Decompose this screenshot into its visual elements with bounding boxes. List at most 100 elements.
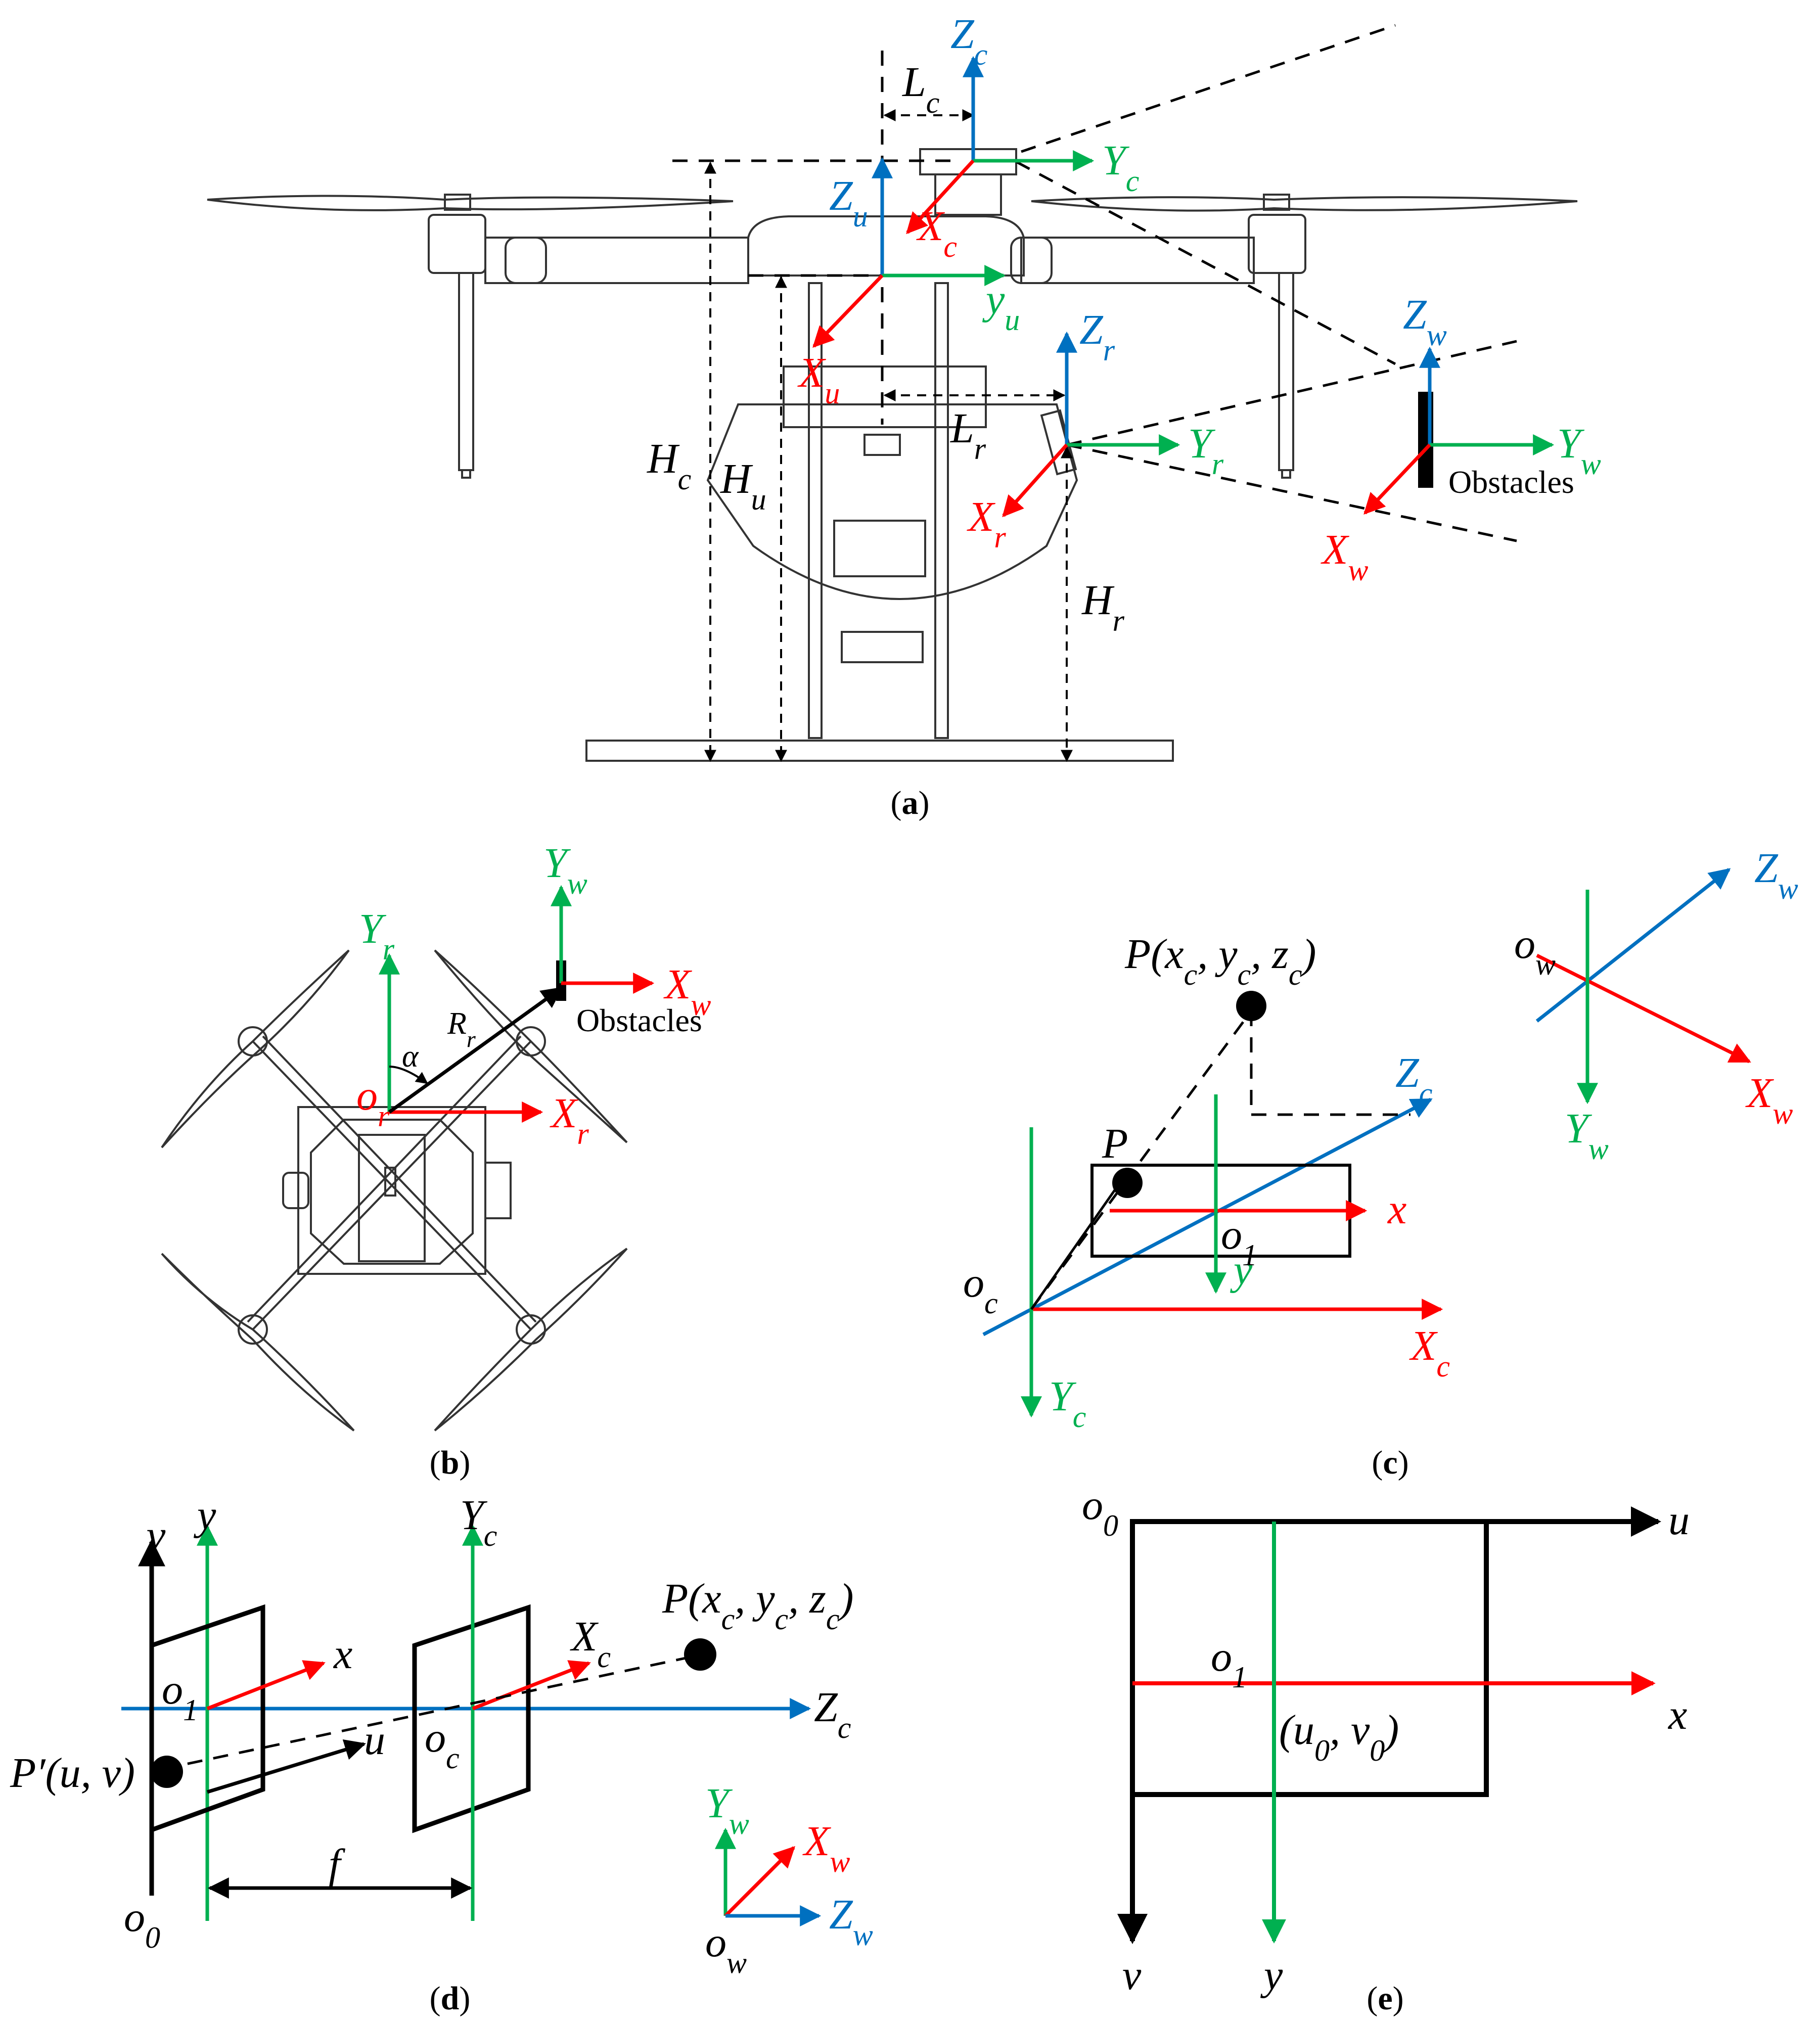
world-x-label-c: Xw xyxy=(1745,1070,1793,1130)
projection-line-d xyxy=(161,1654,698,1771)
camera-plane-d xyxy=(412,1604,531,1833)
hu-label: Hu xyxy=(720,455,766,516)
point-label-d: P(xc, yc, zc) xyxy=(662,1575,853,1636)
pixel-u-label-e: u xyxy=(1668,1497,1690,1544)
pixel-u-label-d: u xyxy=(364,1717,385,1764)
image-x-label-e: x xyxy=(1667,1691,1687,1738)
lr-label: Lr xyxy=(950,405,986,466)
radar-x-axis xyxy=(1002,443,1068,518)
pixel-origin-label-d: o0 xyxy=(124,1894,160,1954)
point-p-c xyxy=(1112,1168,1143,1198)
world-y-label-b: Yw xyxy=(543,840,587,900)
camera-z-label-d: Zc xyxy=(814,1684,851,1744)
world-z-label: Zw xyxy=(1403,291,1447,352)
world-y-label: Yw xyxy=(1557,420,1601,481)
image-x-label-d: x xyxy=(333,1631,352,1678)
world-z-label-d: Zw xyxy=(829,1891,873,1952)
caption-c: (c) xyxy=(1372,1444,1408,1481)
angle-label: α xyxy=(402,1039,419,1074)
image-x-axis-d xyxy=(206,1660,326,1711)
camera-x-axis-d xyxy=(472,1660,591,1711)
pixel-u-axis-d xyxy=(206,1739,367,1794)
pixel-v-label-e: v xyxy=(1122,1952,1142,1999)
angle-arc xyxy=(389,1066,428,1084)
radar-z-label: Zr xyxy=(1079,306,1115,367)
radar-fov-upper xyxy=(1066,340,1517,446)
panel-b: Yw Xw Yr Xr or Rr α Obstacles (b) xyxy=(161,840,711,1481)
world-y-label-d: Yw xyxy=(705,1780,749,1841)
world-origin-label-d: ow xyxy=(705,1919,747,1980)
world-x-axis xyxy=(1363,443,1431,515)
image-y-label-d: y xyxy=(193,1492,216,1539)
radar-y-label-b: Yr xyxy=(359,905,395,966)
image-origin-label-c: o1 xyxy=(1221,1211,1257,1272)
caption-b: (b) xyxy=(430,1444,471,1481)
hr-label: Hr xyxy=(1081,577,1125,637)
camera-z-label-c: Zc xyxy=(1395,1049,1432,1110)
hc-label: Hc xyxy=(647,435,691,496)
radar-origin-label-b: or xyxy=(356,1072,390,1133)
radar-y-label: Yr xyxy=(1188,420,1224,481)
lc-label: Lc xyxy=(902,59,939,119)
focal-label: f xyxy=(329,1841,346,1888)
uav-y-label: yu xyxy=(982,276,1020,337)
camera-y-label-c: Yc xyxy=(1049,1373,1086,1434)
caption-d: (d) xyxy=(430,1980,471,2017)
pixel-origin-label-e: o0 xyxy=(1082,1482,1118,1542)
panel-c: P(xc, yc, zc) P Zc Xc Yc oc x y o1 Zw Xw… xyxy=(963,845,1798,1481)
point-Pprime-d xyxy=(151,1756,183,1788)
pixel-v-label-d: v xyxy=(147,1512,166,1559)
camera-z-axis-c xyxy=(982,1097,1433,1337)
uav-top-view-drawing xyxy=(161,949,628,1432)
camera-x-axis xyxy=(906,159,975,235)
image-origin-label-e: o1 xyxy=(1211,1633,1247,1694)
range-vector xyxy=(388,987,563,1114)
camera-fov-lower xyxy=(1015,160,1396,365)
image-rect-e xyxy=(1130,1519,1489,1797)
world-y-label-c: Yw xyxy=(1565,1105,1609,1166)
panel-d: v y o1 x u Yc Xc Zc oc P(xc, yc, zc) P′(… xyxy=(10,1492,873,2017)
obstacles-label-a: Obstacles xyxy=(1448,464,1574,500)
image-x-label-c: x xyxy=(1387,1186,1406,1233)
world-z-axis-c xyxy=(1535,868,1731,1023)
camera-y-label: Yc xyxy=(1102,137,1139,198)
camera-x-label-d: Xc xyxy=(570,1613,611,1674)
world-x-label: Xw xyxy=(1321,526,1368,587)
point-label-c: P(xc, yc, zc) xyxy=(1124,931,1316,991)
world-origin-label-c: ow xyxy=(1514,921,1556,981)
panel-a: Zc Yc Xc Zu yu Xu Zr Yr Xr Zw Yw Xw Obst… xyxy=(207,11,1601,821)
uav-side-view-drawing xyxy=(207,148,1578,762)
proj-label-d: P′(u, v) xyxy=(10,1750,135,1797)
point-P-d xyxy=(684,1638,716,1671)
uav-x-label: Xu xyxy=(797,349,840,410)
image-y-label-e: y xyxy=(1260,1952,1283,1999)
caption-a: (a) xyxy=(891,785,930,821)
camera-fov-upper xyxy=(1021,24,1396,153)
projection-line-c xyxy=(1030,1010,1253,1310)
range-label: Rr xyxy=(447,1006,476,1052)
obstacles-label-b: Obstacles xyxy=(576,1002,702,1038)
image-origin-label-d: o1 xyxy=(162,1666,198,1727)
principal-point-label-e: (u0, v0) xyxy=(1279,1707,1399,1767)
image-y-label-c: y xyxy=(1230,1247,1253,1294)
radar-x-label-b: Xr xyxy=(550,1090,589,1151)
world-x-axis-d xyxy=(724,1846,795,1917)
uav-x-axis xyxy=(812,274,884,348)
proj-label-c: P xyxy=(1102,1120,1128,1167)
camera-origin-label-c: oc xyxy=(963,1259,998,1320)
world-x-label-d: Xw xyxy=(802,1818,850,1878)
camera-z-label: Zc xyxy=(950,11,987,71)
radar-x-label: Xr xyxy=(967,493,1006,554)
panel-e: o0 u v x y o1 (u0, v0) (e) xyxy=(1082,1482,1690,2017)
world-x-axis-c xyxy=(1536,953,1751,1064)
caption-e: (e) xyxy=(1367,1980,1403,2017)
world-x-label-b: Xw xyxy=(663,961,711,1022)
world-z-label-c: Zw xyxy=(1754,845,1798,905)
uav-z-label: Zu xyxy=(829,172,868,233)
camera-x-label: Xc xyxy=(916,203,957,263)
camera-x-label-c: Xc xyxy=(1409,1322,1450,1383)
camera-y-label-d: Yc xyxy=(460,1492,497,1552)
camera-origin-label-d: oc xyxy=(425,1714,460,1775)
point-P-c xyxy=(1236,991,1266,1021)
